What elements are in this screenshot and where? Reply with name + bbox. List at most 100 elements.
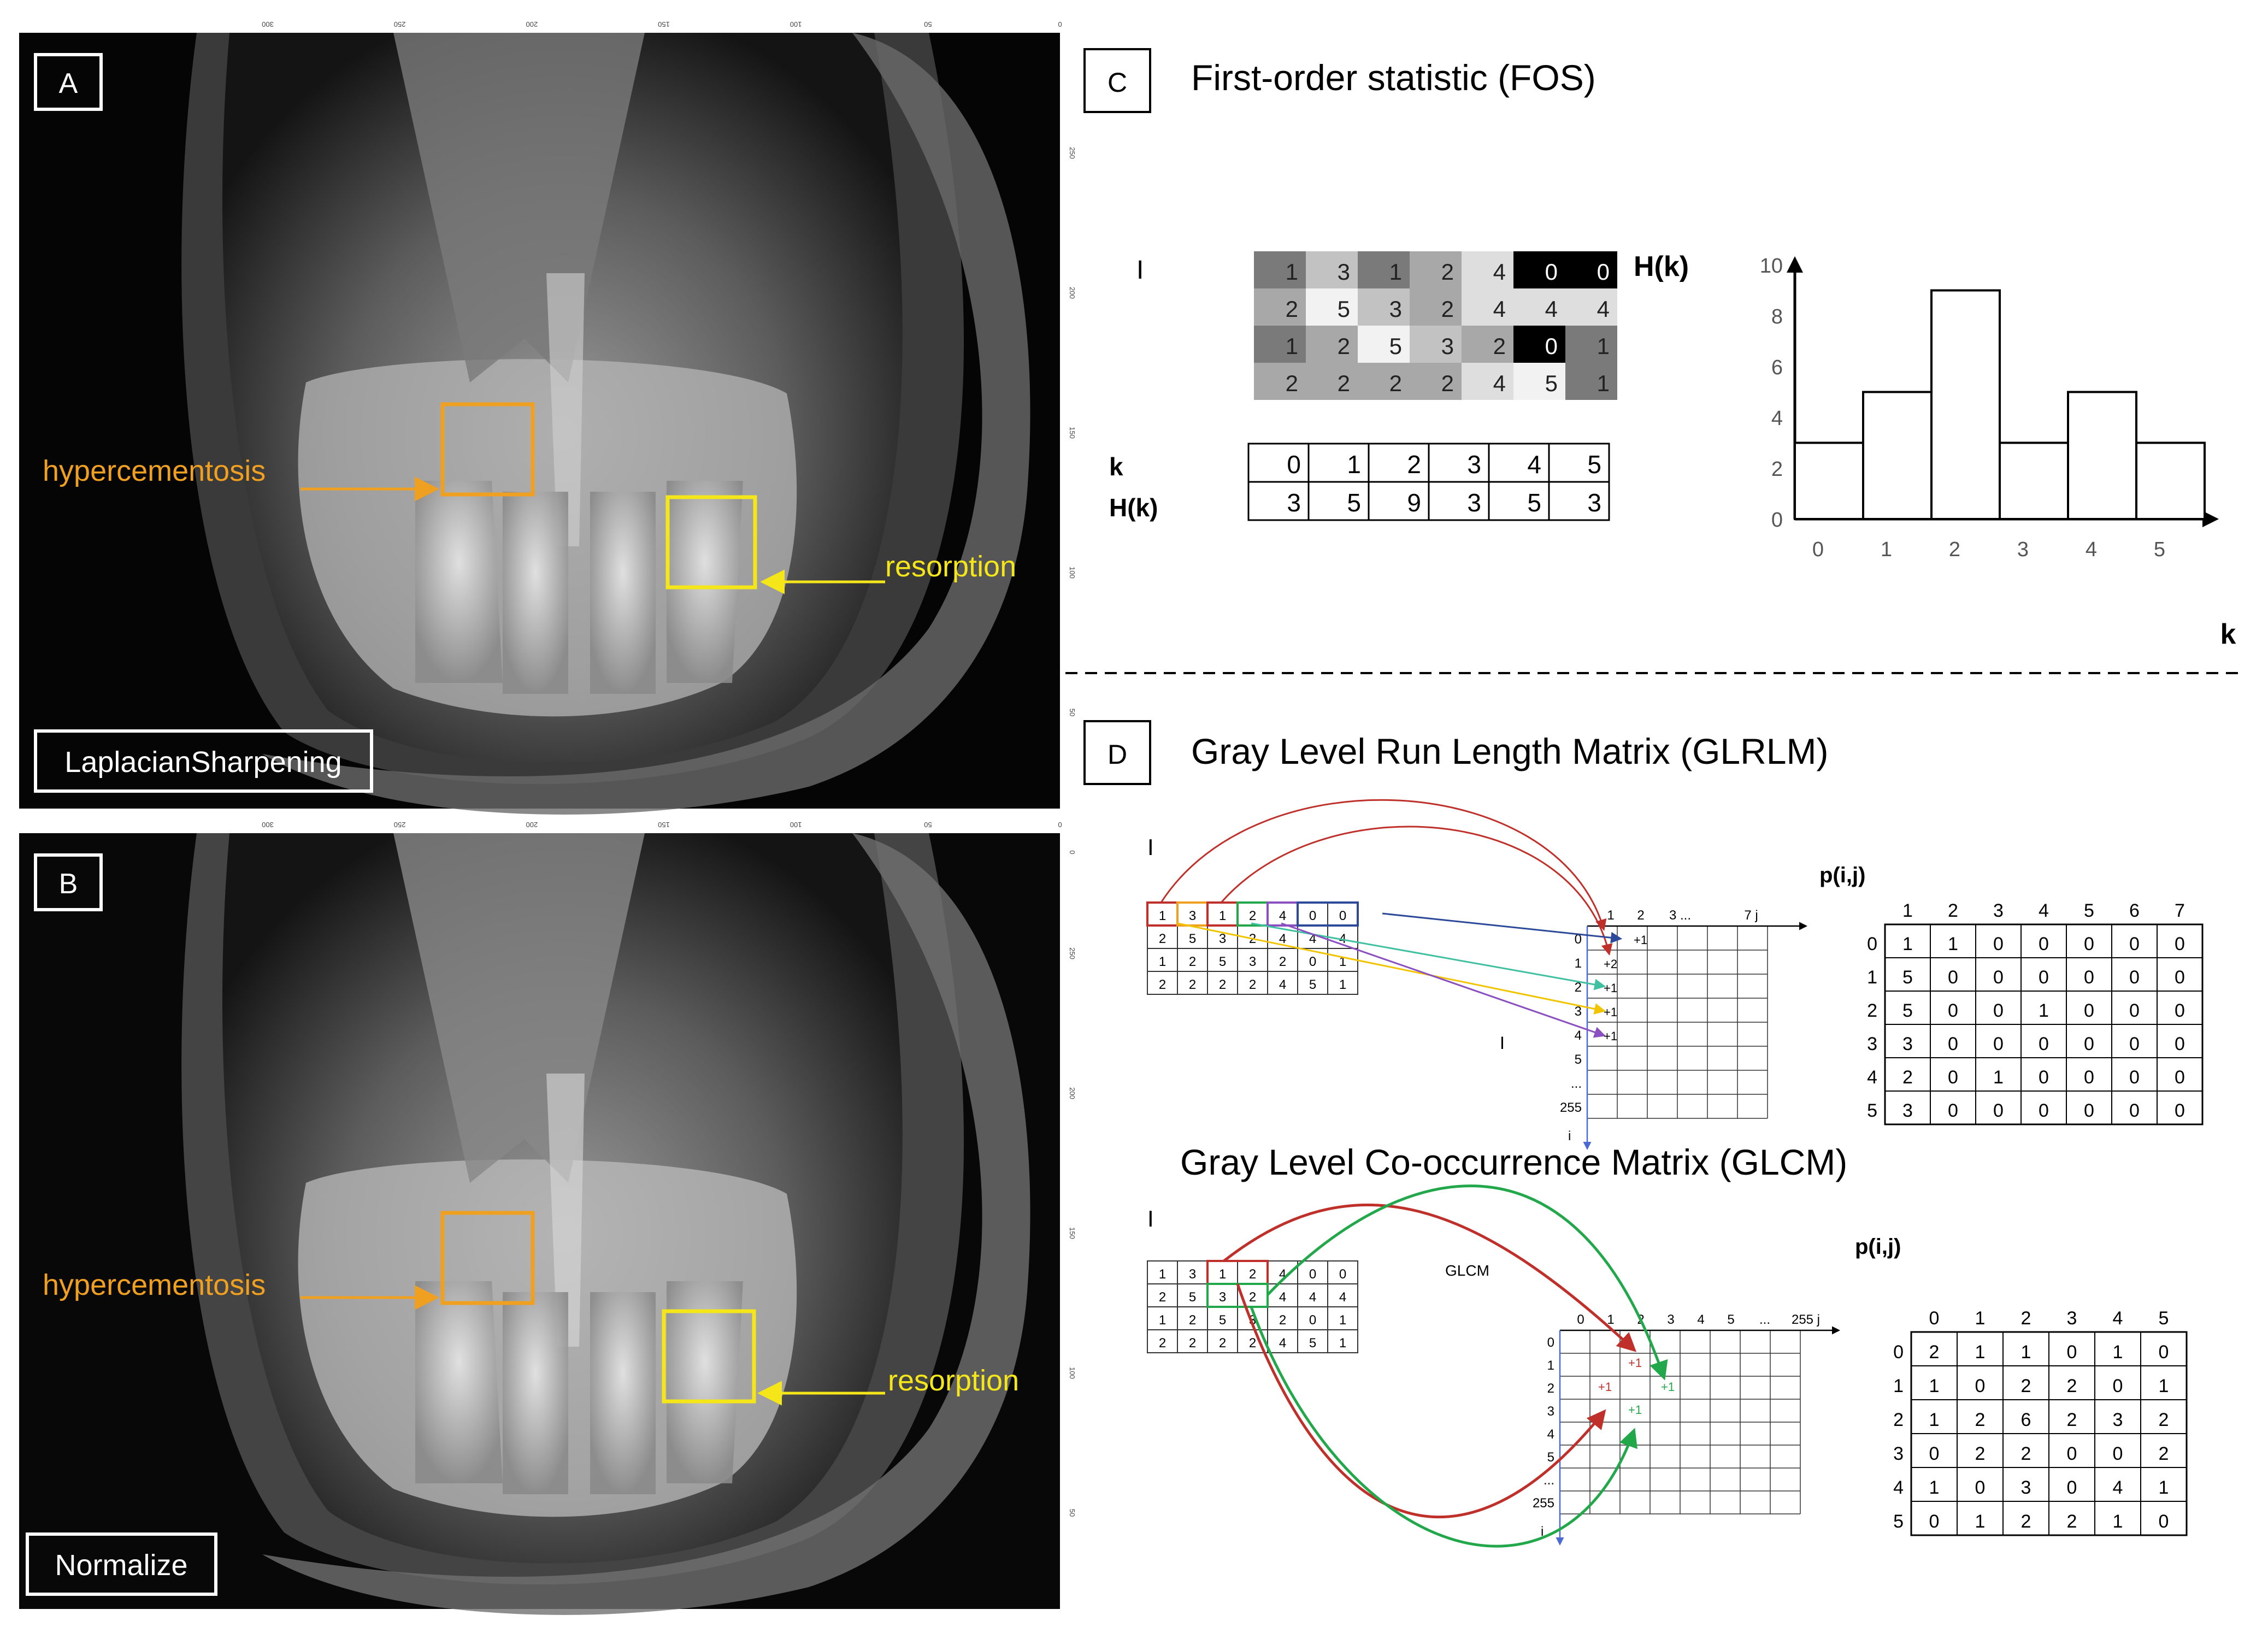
run-increment: +1 bbox=[1604, 1029, 1617, 1043]
axis-tick-label: 150 bbox=[658, 821, 670, 829]
result-row-label: 0 bbox=[1867, 934, 1877, 954]
result-col-label: 2 bbox=[1948, 900, 1958, 921]
result-cell: 2 bbox=[1975, 1410, 1986, 1430]
run-arrow bbox=[1281, 922, 1606, 1038]
gray-matrix-value: 2 bbox=[1441, 296, 1454, 322]
gray-matrix-value: 3 bbox=[1389, 296, 1402, 322]
gray-matrix-value: 1 bbox=[1286, 259, 1298, 285]
gray-matrix-cell bbox=[1462, 363, 1513, 400]
grid-col-label: 3 bbox=[1667, 1312, 1674, 1327]
gray-matrix-value: 2 bbox=[1441, 259, 1454, 285]
result-cell: 0 bbox=[2159, 1511, 2169, 1532]
result-cell: 0 bbox=[2129, 1034, 2140, 1054]
x-axis-label: k bbox=[2220, 618, 2236, 650]
result-cell: 0 bbox=[2175, 967, 2185, 988]
matrix-value: 3 bbox=[1249, 954, 1256, 969]
matrix-value: 3 bbox=[1219, 1290, 1226, 1305]
gray-matrix-cell bbox=[1306, 251, 1358, 288]
hypercementosis-label: hypercementosis bbox=[43, 1269, 266, 1301]
result-cell: 1 bbox=[1929, 1376, 1940, 1396]
xray-image bbox=[181, 833, 1030, 1615]
result-cell: 0 bbox=[1993, 1034, 2004, 1054]
result-row-label: 3 bbox=[1867, 1034, 1877, 1054]
gray-matrix-cell bbox=[1565, 251, 1617, 288]
run-arrow bbox=[1251, 922, 1606, 991]
result-col-label: 4 bbox=[2113, 1308, 2123, 1329]
result-cell: 0 bbox=[2039, 1100, 2049, 1121]
method-label-box bbox=[26, 1532, 217, 1596]
result-cell: 5 bbox=[1902, 1000, 1913, 1021]
result-cell: 1 bbox=[1975, 1511, 1986, 1532]
result-cell: 3 bbox=[2021, 1477, 2031, 1498]
result-row-label: 4 bbox=[1867, 1067, 1877, 1088]
result-cell: 1 bbox=[1902, 934, 1913, 954]
grid-row-label: 2 bbox=[1547, 1381, 1554, 1396]
matrix-value: 4 bbox=[1279, 977, 1286, 992]
result-cell: 0 bbox=[1948, 967, 1958, 988]
result-cell: 1 bbox=[2159, 1376, 2169, 1396]
axis-tick-label: 200 bbox=[1068, 287, 1076, 299]
matrix-value: 1 bbox=[1219, 1267, 1226, 1282]
table-k-value: 2 bbox=[1407, 450, 1421, 479]
matrix-value: 2 bbox=[1159, 977, 1166, 992]
axis-tick-label: 50 bbox=[1068, 1509, 1076, 1517]
result-cell: 0 bbox=[2084, 934, 2094, 954]
table-k-label: k bbox=[1109, 452, 1123, 481]
matrix-value: 5 bbox=[1189, 932, 1196, 946]
grid-row-label: 5 bbox=[1575, 1052, 1582, 1067]
result-cell: 5 bbox=[1902, 967, 1913, 988]
resorption-label: resorption bbox=[888, 1364, 1019, 1397]
y-tick-label: 8 bbox=[1771, 305, 1783, 328]
gray-matrix-value: 1 bbox=[1389, 259, 1402, 285]
panel-d-label-box bbox=[1083, 720, 1151, 785]
gray-matrix-cell bbox=[1254, 326, 1306, 363]
gray-matrix-value: 2 bbox=[1286, 296, 1298, 322]
gray-matrix-value: 2 bbox=[1338, 370, 1350, 396]
result-cell: 0 bbox=[1993, 1100, 2004, 1121]
grid-row-label: 3 bbox=[1575, 1004, 1582, 1019]
grid-i-label: i bbox=[1541, 1524, 1544, 1539]
matrix-value: 2 bbox=[1159, 1290, 1166, 1305]
axis-tick-label: 200 bbox=[1068, 1087, 1076, 1099]
result-row-label: 1 bbox=[1893, 1376, 1904, 1396]
matrix-value: 2 bbox=[1189, 954, 1196, 969]
x-tick-label: 5 bbox=[2154, 538, 2165, 561]
resorption-label: resorption bbox=[885, 550, 1016, 583]
result-cell: 1 bbox=[1993, 1067, 2004, 1088]
pair-increment: +1 bbox=[1628, 1356, 1642, 1370]
x-tick-label: 1 bbox=[1881, 538, 1892, 561]
result-cell: 0 bbox=[2084, 1000, 2094, 1021]
result-cell: 0 bbox=[2084, 1034, 2094, 1054]
result-cell: 2 bbox=[1975, 1443, 1986, 1464]
matrix-value: 4 bbox=[1279, 1290, 1286, 1305]
panel-d-texture: D Gray Level Run Length Matrix (GLRLM) I… bbox=[1083, 720, 2204, 1548]
gray-matrix-cell bbox=[1565, 363, 1617, 400]
pair-arrow bbox=[1266, 1184, 1668, 1381]
grid-col-label: 0 bbox=[1577, 1312, 1584, 1327]
gray-matrix-cell bbox=[1462, 251, 1513, 288]
glcm-arrows: +1+1+1+1 bbox=[1223, 1184, 1675, 1548]
matrix-value: 5 bbox=[1219, 1313, 1226, 1328]
panel-c-label: C bbox=[1108, 67, 1127, 98]
gray-matrix-value: 2 bbox=[1493, 333, 1506, 359]
crossing-label: I bbox=[1500, 1033, 1505, 1053]
gray-matrix-value: 4 bbox=[1545, 296, 1558, 322]
result-cell: 0 bbox=[2175, 1067, 2185, 1088]
axis-tick-label: 50 bbox=[924, 20, 932, 28]
result-col-label: 0 bbox=[1929, 1308, 1940, 1329]
run-arrow bbox=[1177, 922, 1606, 1015]
run-increment: +1 bbox=[1604, 1005, 1617, 1019]
matrix-value: 4 bbox=[1339, 1290, 1346, 1305]
run-arrow bbox=[1382, 912, 1623, 944]
result-cell: 0 bbox=[2113, 1376, 2123, 1396]
matrix-value: 3 bbox=[1189, 1267, 1196, 1282]
table-h-value: 5 bbox=[1347, 488, 1361, 517]
pair-arrow bbox=[1250, 1306, 1637, 1548]
result-col-label: 2 bbox=[2021, 1308, 2031, 1329]
grid-row-label: 2 bbox=[1575, 980, 1582, 995]
result-cell: 0 bbox=[1948, 1100, 1958, 1121]
